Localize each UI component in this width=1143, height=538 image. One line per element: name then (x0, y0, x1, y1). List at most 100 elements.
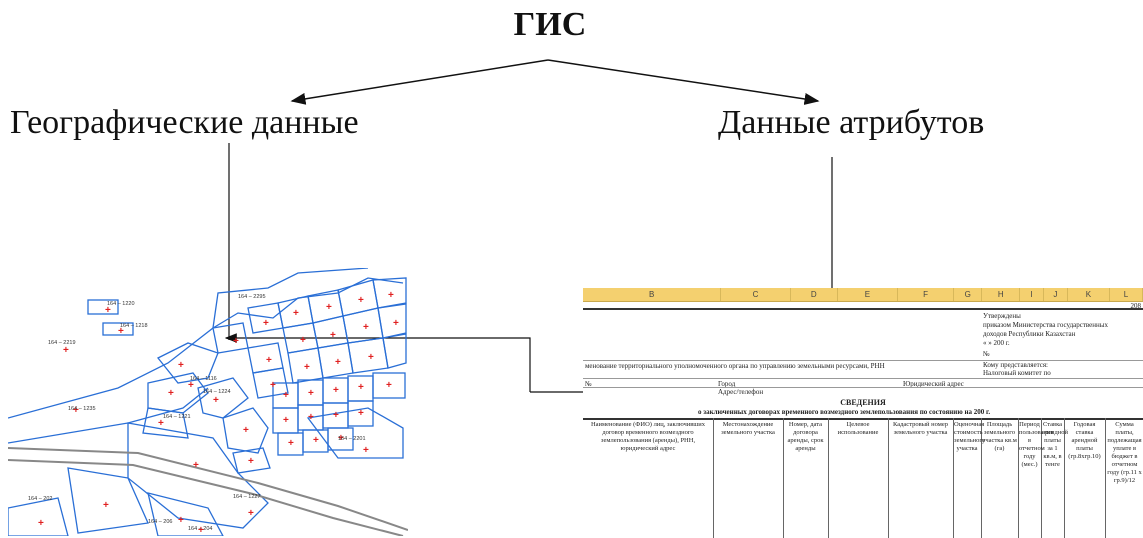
svg-text:+: + (308, 412, 314, 423)
table-header: Площадь земельного участка кв.м (га) (982, 421, 1017, 452)
svg-text:+: + (358, 295, 364, 306)
org-name: менование территориального уполномоченно… (585, 362, 885, 370)
svg-text:+: + (283, 390, 289, 401)
svg-text:+: + (335, 357, 341, 368)
svg-text:+: + (103, 500, 109, 511)
svg-text:+: + (233, 336, 239, 347)
table-header: Наименование (ФИО) лиц, заключивших дого… (590, 421, 706, 452)
table-header: Период пользования в отчетном году (мес.… (1019, 421, 1054, 468)
arrow-to-geographic (290, 59, 549, 105)
table-header: Годовая ставка арендной платы (гр.8хгр.1… (1068, 421, 1101, 460)
svg-text:+: + (333, 385, 339, 396)
svg-text:+: + (313, 435, 319, 446)
svg-text:+: + (198, 525, 204, 536)
svg-text:+: + (188, 380, 194, 391)
table-header: Оценочная стоимость земельного участка (954, 421, 986, 452)
parcel-label: 164 – 1221 (163, 414, 191, 420)
svg-text:+: + (266, 355, 272, 366)
parcel-label: 164 – 2219 (48, 340, 76, 346)
svg-text:+: + (158, 418, 164, 429)
approval-line: приказом Министерства государственных (983, 321, 1108, 329)
table-header: Целевое использование (837, 421, 879, 436)
parcel-label: 164 – 2295 (238, 294, 266, 300)
col-header: B (583, 288, 722, 301)
svg-text:+: + (248, 508, 254, 519)
svg-text:+: + (363, 445, 369, 456)
parcel-label: 164 – 202 (28, 496, 52, 502)
svg-text:+: + (243, 425, 249, 436)
table-header: Местонахождение земельного участка (721, 421, 775, 436)
svg-text:+: + (368, 352, 374, 363)
approval-line: доходов Республики Казахстан (983, 330, 1076, 338)
parcel-label: 164 – 1235 (68, 406, 96, 412)
attribute-table: B C D E F G H I J K L 208 Утверждены при… (583, 288, 1143, 538)
svg-text:+: + (386, 380, 392, 391)
svg-text:+: + (388, 290, 394, 301)
table-header: Сумма платы, подлежащая уплате в бюджет … (1107, 421, 1142, 484)
parcel-label: 164 – 206 (148, 519, 172, 525)
legal-address: Юридический адрес (903, 380, 964, 388)
parcel-label: 164 – 204 (188, 526, 212, 532)
svg-text:+: + (293, 308, 299, 319)
table-header: Номер, дата договора аренды, срок аренды (787, 421, 824, 452)
link-arrow-to-map (224, 333, 531, 392)
svg-text:+: + (326, 302, 332, 313)
svg-text:+: + (358, 408, 364, 419)
svg-text:+: + (63, 345, 69, 356)
svg-text:+: + (330, 330, 336, 341)
col-header: I (1020, 288, 1044, 301)
city-label: Город (718, 380, 736, 388)
svg-text:+: + (168, 388, 174, 399)
col-header: C (721, 288, 791, 301)
attribute-data-label: Данные атрибутов (718, 104, 985, 141)
parcel-label: 164 – 2201 (338, 436, 366, 442)
svg-text:+: + (193, 460, 199, 471)
svg-text:+: + (213, 395, 219, 406)
svg-text:+: + (248, 456, 254, 467)
parcel-label: 164 – 1224 (203, 389, 231, 395)
column-header-row: B C D E F G H I J K L (583, 288, 1143, 302)
svg-text:+: + (38, 518, 44, 529)
svg-text:+: + (118, 326, 124, 337)
svg-text:+: + (283, 415, 289, 426)
svg-text:+: + (300, 335, 306, 346)
parcel-label: 164 – 1227 (233, 494, 261, 500)
sheet-subheading: о заключенных договорах временного возме… (698, 408, 991, 416)
col-header: F (898, 288, 954, 301)
approval-line: Утверждены (983, 312, 1021, 320)
svg-text:+: + (73, 405, 79, 416)
svg-text:+: + (270, 380, 276, 391)
geographic-data-label: Географические данные (10, 104, 359, 141)
svg-text:+: + (363, 322, 369, 333)
parcel-label: 164 – 1220 (107, 301, 135, 307)
address-label: Адрес/телефон (718, 388, 764, 396)
table-header: Ставка арендной платы за 1 кв.м, в тенге (1042, 421, 1069, 468)
gis-title: ГИС (513, 6, 587, 43)
sheet-heading: СВЕДЕНИЯ (840, 398, 886, 407)
col-header: E (838, 288, 899, 301)
svg-text:+: + (105, 305, 111, 316)
parcel-label: 164 – 1116 (190, 376, 217, 382)
to-whom: Кому представляется: (983, 361, 1048, 369)
arrow-to-attributes (547, 59, 820, 105)
svg-text:+: + (178, 360, 184, 371)
svg-text:+: + (333, 410, 339, 421)
num-label: № (585, 380, 592, 388)
svg-text:+: + (304, 362, 310, 373)
corner-value: 208 (1130, 302, 1142, 310)
col-header: L (1110, 288, 1143, 301)
cadastral-map: +++ +++ +++ +++ +++ +++ +++ +++ +++ +++ … (8, 268, 408, 536)
table-header: Кадастровый номер земельного участка (892, 421, 949, 436)
svg-text:+: + (393, 318, 399, 329)
approval-line: № (983, 350, 990, 358)
col-header: H (982, 288, 1021, 301)
svg-text:+: + (308, 388, 314, 399)
svg-text:+: + (263, 318, 269, 329)
parcel-label: 164 – 1218 (120, 323, 148, 329)
svg-text:+: + (178, 515, 184, 526)
approval-line: « » 200 г. (983, 339, 1010, 347)
col-header: D (791, 288, 838, 301)
col-header: J (1044, 288, 1068, 301)
svg-text:+: + (338, 433, 344, 444)
svg-text:+: + (288, 438, 294, 449)
